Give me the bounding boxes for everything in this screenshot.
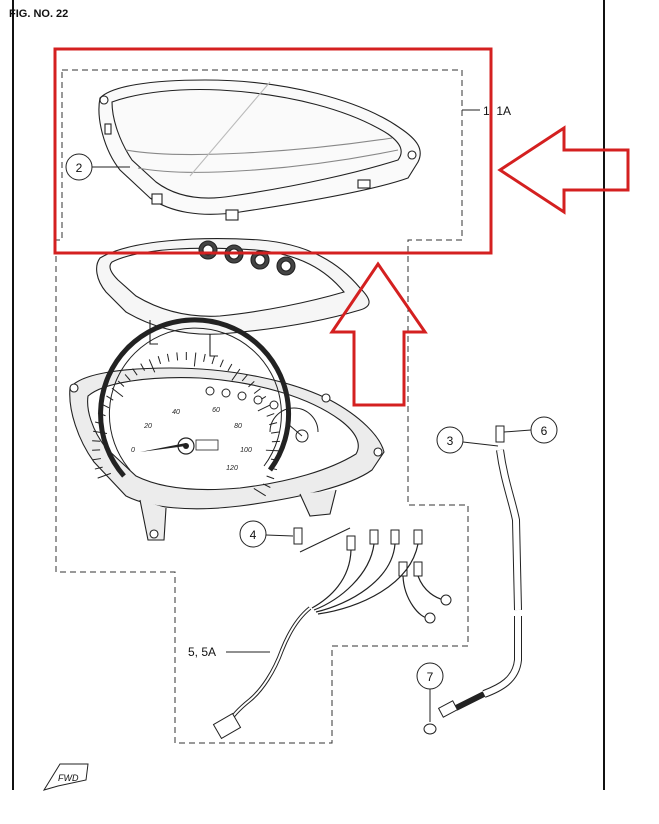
scale-80: 80 [234, 423, 242, 430]
figure-title: FIG. NO. 22 [9, 8, 69, 20]
dial-tick [193, 352, 197, 367]
dial-tick [97, 412, 106, 417]
harness-connector [212, 594, 452, 740]
indicator-lamps [205, 386, 279, 410]
dial-tick [203, 353, 206, 362]
fwd-arrow-icon: FWD [42, 763, 89, 791]
svg-text:3: 3 [447, 434, 454, 448]
dial-tick [248, 381, 255, 388]
dial-tick [219, 359, 224, 368]
dial-tick [231, 368, 241, 381]
dial-tick [253, 487, 266, 497]
svg-text:7: 7 [427, 670, 434, 684]
highlight-arrow-up-icon [329, 261, 428, 407]
dial-tick [106, 395, 114, 401]
dial-tick [97, 472, 111, 479]
callout-2: 2 [65, 153, 130, 181]
scale-100: 100 [240, 447, 252, 454]
callout-1-1a: 1, 1A [462, 104, 511, 118]
highlight-box [53, 47, 493, 255]
dial-tick [111, 387, 124, 398]
callout-5-5a: 5, 5A [188, 645, 270, 659]
wire-harness [226, 543, 445, 725]
callout-3: 3 [436, 426, 499, 454]
dial-tick [124, 374, 131, 381]
dial-tick [93, 430, 108, 434]
svg-text:5, 5A: 5, 5A [188, 645, 216, 659]
scale-40: 40 [172, 409, 180, 416]
dial-tick [117, 380, 125, 387]
dial-tick [266, 475, 275, 480]
dial-tick [257, 404, 271, 412]
dial-tick [92, 458, 101, 461]
svg-text:1, 1A: 1, 1A [483, 104, 511, 118]
dial-tick [265, 449, 280, 452]
dial-tick [269, 467, 278, 471]
svg-text:2: 2 [76, 161, 83, 175]
assembly-dashed-boundary [55, 69, 469, 744]
svg-text:FWD: FWD [58, 773, 79, 783]
speedometer-cable [437, 425, 522, 718]
speed-scale-labels: 0 20 40 60 80 100 120 [131, 407, 252, 472]
dial-tick [140, 363, 146, 371]
page-frame [12, 0, 605, 790]
dial-tick [262, 483, 271, 488]
dial-tick [157, 356, 162, 364]
dial-tick [253, 388, 261, 394]
fuel-gauge [269, 407, 319, 443]
dial-tick [101, 403, 110, 409]
dial-tick [94, 421, 103, 425]
scale-120: 120 [226, 465, 238, 472]
dial-tick [266, 413, 275, 417]
highlight-arrow-left-icon [497, 125, 630, 215]
bulb-sockets [293, 527, 423, 577]
callout-6: 6 [503, 416, 558, 444]
dial-tick [211, 356, 215, 365]
callout-7: 7 [416, 662, 444, 722]
dial-tick [270, 458, 279, 461]
dial-tick [227, 363, 233, 372]
meter-top-cover [98, 79, 421, 221]
dial-tick [148, 359, 156, 373]
meter-bezel [96, 238, 370, 357]
dial-tick [241, 374, 248, 382]
dial-tick [132, 368, 138, 376]
bulb-leader-line [299, 527, 351, 553]
scale-60: 60 [212, 407, 220, 414]
scale-0: 0 [131, 447, 135, 454]
dial-tick [176, 352, 179, 361]
scale-20: 20 [143, 423, 152, 430]
svg-text:6: 6 [541, 424, 548, 438]
dial-tick [166, 353, 170, 362]
oring [423, 723, 437, 735]
callout-4: 4 [239, 520, 294, 548]
dial-tick [270, 431, 280, 434]
svg-text:4: 4 [250, 528, 257, 542]
dial-tick [269, 422, 278, 426]
dial-tick [94, 466, 103, 470]
